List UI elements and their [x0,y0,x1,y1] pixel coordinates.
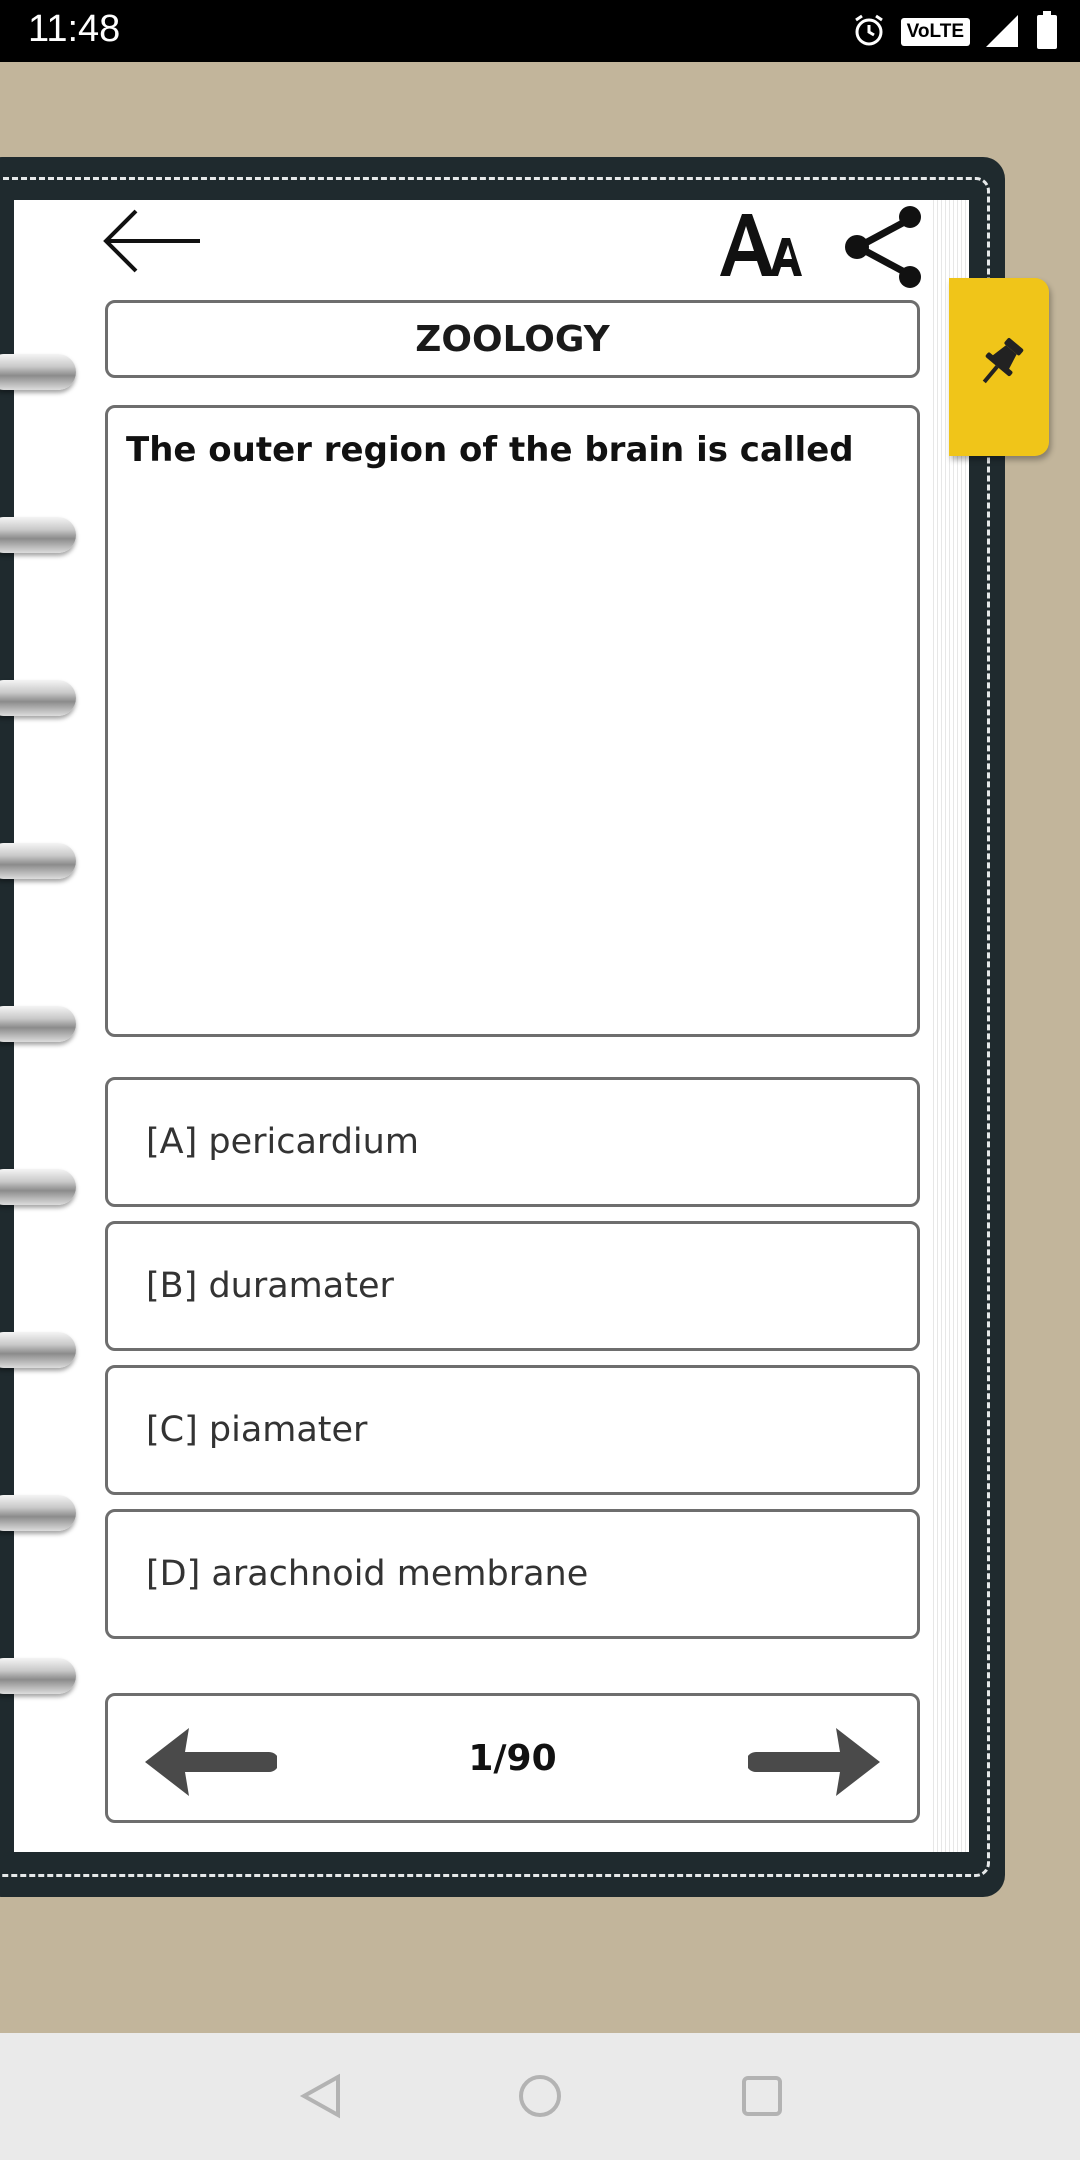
back-button[interactable] [100,205,204,281]
nav-back-button[interactable] [298,2073,342,2123]
volte-badge: VoLTE [900,18,970,46]
font-size-icon [720,214,802,276]
circle-home-icon [519,2075,561,2117]
question-card: The outer region of the brain is called [105,405,920,1037]
status-icons: VoLTE [851,11,1058,53]
triangle-back-icon [299,2073,340,2119]
notebook-stitching [0,177,990,1877]
spiral-ring [0,680,76,716]
spiral-ring [0,1658,76,1694]
alarm-icon [851,12,887,52]
spiral-ring [0,843,76,879]
spiral-ring [0,517,76,553]
square-recents-icon [742,2076,782,2116]
font-size-button[interactable] [718,212,804,282]
system-nav-bar [0,2033,1080,2160]
page-edge [930,200,969,1852]
option-a[interactable]: [A] pericardium [105,1077,920,1207]
option-b[interactable]: [B] duramater [105,1221,920,1351]
spiral-ring [0,1169,76,1205]
signal-icon [984,11,1022,53]
next-button[interactable] [746,1726,882,1802]
option-label: [B] duramater [146,1266,394,1306]
pin-icon [982,338,1024,384]
spiral-ring [0,354,76,390]
option-label: [D] arachnoid membrane [146,1554,589,1594]
nav-home-button[interactable] [518,2073,562,2123]
battery-icon [1036,11,1058,53]
question-text: The outer region of the brain is called [126,430,854,470]
back-arrow-icon [103,209,200,273]
spiral-ring [0,1495,76,1531]
nav-recents-button[interactable] [740,2073,784,2123]
pager: 1/90 [105,1693,920,1823]
option-c[interactable]: [C] piamater [105,1365,920,1495]
status-bar: 11:48 VoLTE [0,0,1080,62]
spiral-ring [0,1332,76,1368]
share-button[interactable] [842,205,926,293]
right-arrow-icon [746,1728,880,1796]
option-label: [C] piamater [146,1410,368,1450]
spiral-ring [0,1006,76,1042]
subject-title: ZOOLOGY [105,300,920,378]
question-counter: 1/90 [468,1738,557,1779]
bookmark-tab[interactable] [949,278,1049,456]
option-label: [A] pericardium [146,1122,419,1162]
share-icon [845,206,921,288]
previous-button[interactable] [143,1726,279,1802]
left-arrow-icon [145,1728,279,1796]
status-time: 11:48 [28,8,121,50]
option-d[interactable]: [D] arachnoid membrane [105,1509,920,1639]
